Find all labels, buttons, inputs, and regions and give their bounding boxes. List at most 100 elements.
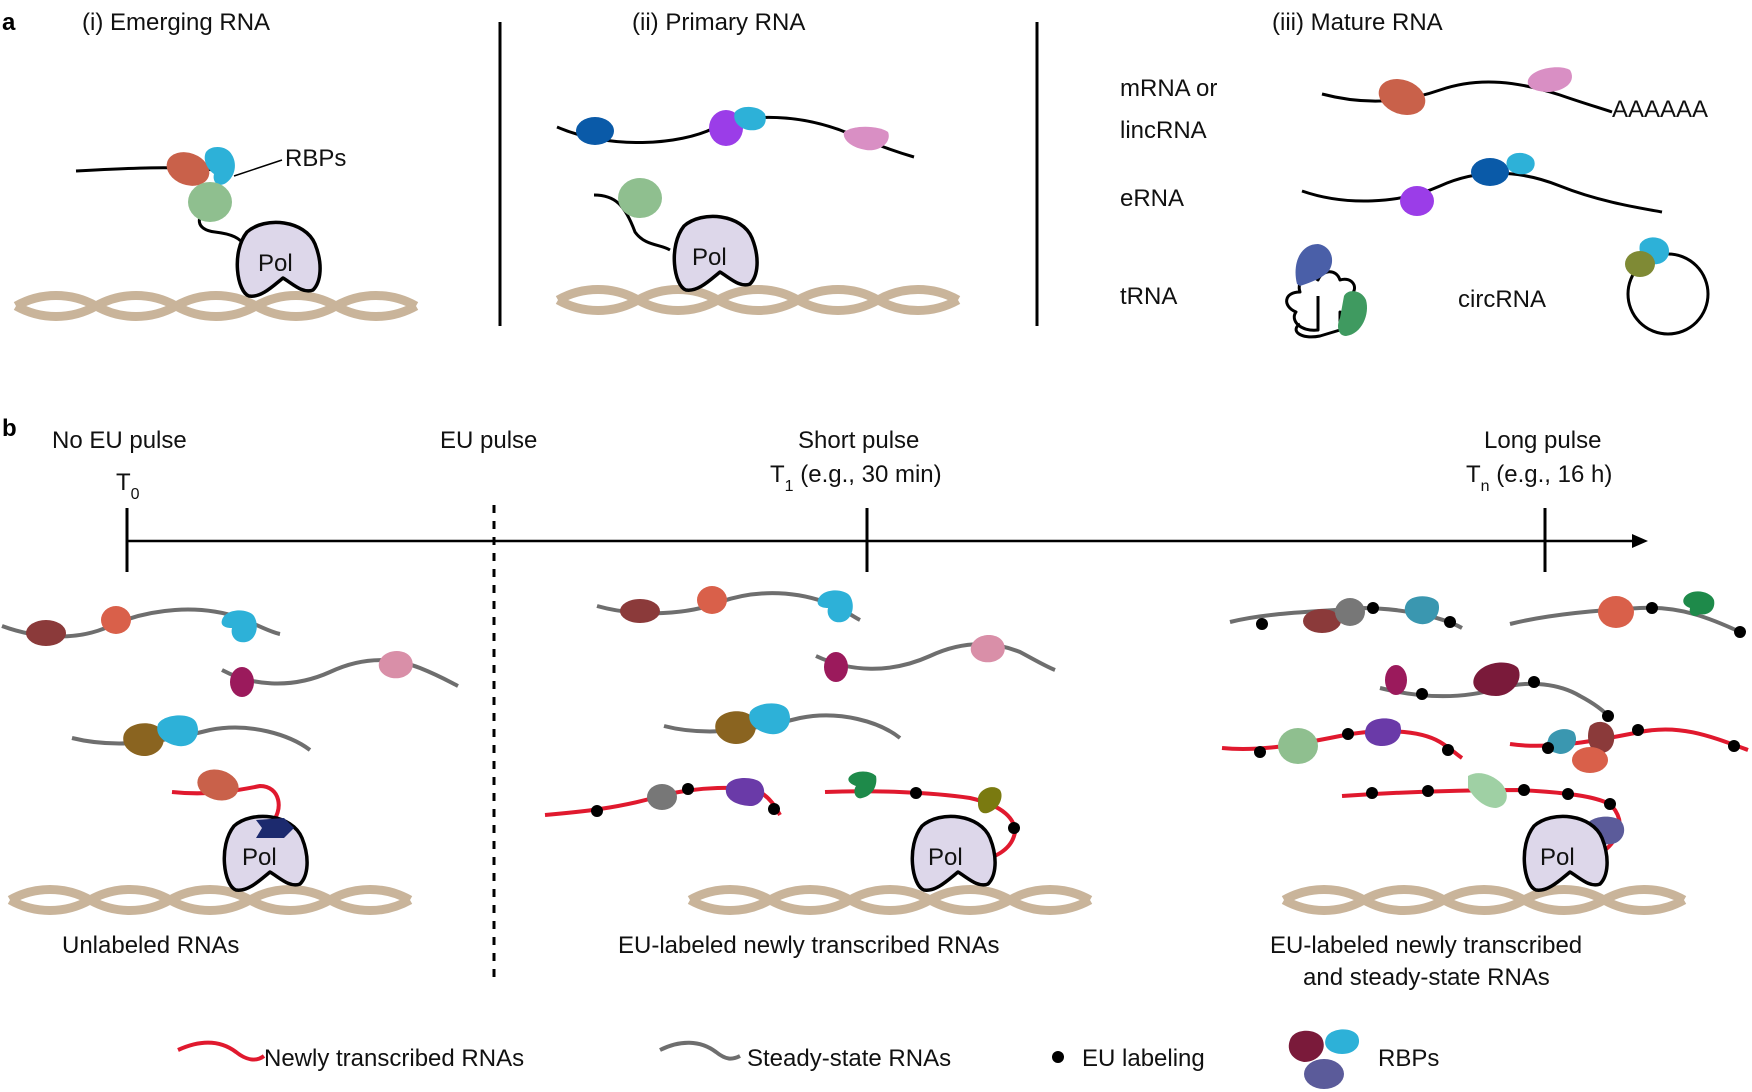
rbp-blob (256, 818, 294, 838)
rbp-blob (26, 620, 66, 646)
legend: Newly transcribed RNAs Steady-state RNAs… (177, 1029, 1439, 1089)
t1-main: T (770, 461, 785, 488)
rbp-blob (576, 117, 614, 145)
legend-steady-rna: Steady-state RNAs (747, 1045, 951, 1072)
eu-label-dot (1518, 784, 1530, 796)
eu-label-dot (1366, 787, 1378, 799)
eu-label-dot (1646, 602, 1658, 614)
rbp-blob (970, 635, 1005, 663)
rbps-pointer (233, 159, 283, 177)
eu-label-dot (1416, 688, 1428, 700)
unlabeled-rnas-group: Pol Unlabeled RNAs (1, 606, 459, 959)
legend-new-rna: Newly transcribed RNAs (264, 1045, 524, 1072)
eu-label-dot (1442, 744, 1454, 756)
rbp-blob (725, 778, 765, 806)
rbp-legend-blob (1325, 1029, 1360, 1054)
legend-eu: EU labeling (1082, 1045, 1205, 1072)
no-pulse-label: No EU pulse (52, 427, 187, 454)
dna-helix (10, 890, 410, 911)
long-pulse-label: Long pulse (1484, 427, 1601, 454)
eu-label-dot (682, 783, 694, 795)
rbp-blob (1527, 67, 1572, 92)
rbp-blob (197, 769, 239, 801)
steady-state-rna (1509, 605, 1741, 634)
eu-label-dot (1444, 616, 1456, 628)
primary-rna-section: (ii) Primary RNA Pol (557, 9, 958, 311)
eu-label-dot (768, 803, 780, 815)
rbp-blob (204, 146, 235, 185)
rbp-blob (1471, 158, 1509, 186)
rbp-blob (230, 667, 254, 697)
rbp-blob (1364, 718, 1402, 746)
t1-label: T1 (e.g., 30 min) (770, 461, 942, 495)
eu-label-dot (1342, 728, 1354, 740)
rbp-blob (188, 182, 232, 222)
eu-pulse-label: EU pulse (440, 427, 537, 454)
erna-label: eRNA (1120, 185, 1184, 212)
eu-label-dot (1422, 785, 1434, 797)
eu-label-dot (1542, 742, 1554, 754)
t0-sub: 0 (131, 486, 140, 503)
pol-label: Pol (258, 250, 293, 277)
rbp-blob (734, 106, 766, 131)
rbp-blob (647, 784, 677, 810)
steady-state-rna (663, 713, 902, 740)
eu-label-dot (1254, 746, 1266, 758)
eu-label-dot (1008, 822, 1020, 834)
rbp-blob (715, 711, 756, 744)
rbp-blob (1473, 662, 1520, 696)
short-pulse-label: Short pulse (798, 427, 919, 454)
rbps-label: RBPs (285, 145, 346, 172)
eu-label-dot (1632, 724, 1644, 736)
legend-rbps: RBPs (1378, 1045, 1439, 1072)
trna-structure (1285, 244, 1368, 339)
rbp-blob (620, 599, 660, 623)
rbp-blob (1588, 721, 1615, 754)
short-pulse-group: Pol EU-labeled newly transcribed RNAs (544, 586, 1090, 959)
rbp-blob (1598, 596, 1634, 628)
rbp-blob (824, 652, 848, 682)
rbp-blob (1683, 591, 1715, 616)
trna-label: tRNA (1120, 283, 1177, 310)
rbp-blob (848, 771, 877, 799)
tn-label: Tn (e.g., 16 h) (1466, 461, 1612, 495)
rbp-blob (1335, 598, 1365, 626)
rna-strand (593, 193, 671, 252)
caption-eu-labeled: EU-labeled newly transcribed RNAs (618, 932, 1000, 959)
eu-label-dot (1602, 710, 1614, 722)
circrna-label: circRNA (1458, 286, 1546, 313)
steady-state-rna (815, 642, 1056, 672)
eu-label-dot (1256, 618, 1268, 630)
eu-label-dot (1604, 798, 1616, 810)
eu-legend-dot (1052, 1051, 1064, 1063)
rbp-blob (378, 651, 413, 679)
panel-b-letter: b (2, 415, 17, 442)
pol-label: Pol (242, 844, 277, 871)
caption-unlabeled: Unlabeled RNAs (62, 932, 239, 959)
pol-label: Pol (1540, 844, 1575, 871)
eu-label-dot (1528, 676, 1540, 688)
rbp-blob (709, 110, 743, 146)
rbp-blob (221, 610, 257, 643)
caption-steady-line2: and steady-state RNAs (1303, 964, 1550, 991)
tn-sub: n (1481, 478, 1490, 495)
steady-rna-legend-swatch (659, 1040, 741, 1061)
mature-rna-section: (iii) Mature RNA mRNA or lincRNA AAAAAA … (1120, 9, 1710, 339)
eu-label-dot (591, 805, 603, 817)
dna-helix (558, 290, 958, 311)
mrna-label-line2: lincRNA (1120, 117, 1207, 144)
rbp-blob (1303, 609, 1341, 633)
rbp-blob (1625, 251, 1655, 277)
rbp-blob (817, 590, 853, 623)
long-pulse-group: Pol EU-labeled newly transcribed and ste… (1221, 591, 1749, 991)
rbp-blob (843, 126, 889, 151)
rbp-blob (618, 178, 662, 218)
eu-label-dot (910, 787, 922, 799)
dna-helix (16, 296, 416, 317)
mrna-strand (1321, 80, 1613, 114)
new-rna-legend-swatch (177, 1040, 266, 1062)
panel-a-letter: a (2, 9, 16, 36)
steady-state-rna (71, 725, 312, 752)
axis-arrowhead (1632, 534, 1648, 548)
